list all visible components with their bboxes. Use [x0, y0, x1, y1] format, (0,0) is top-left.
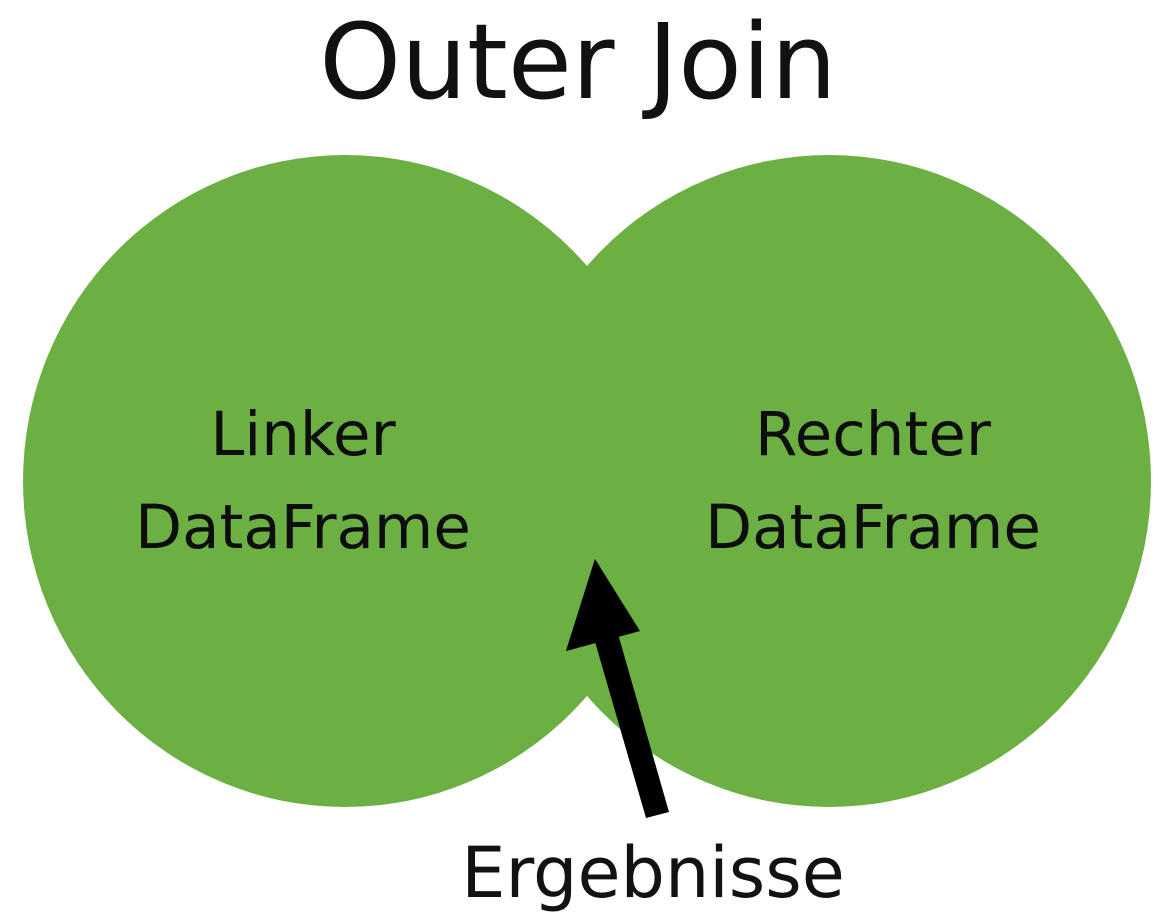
- page-title: Outer Join: [319, 1, 836, 123]
- right-circle-label-group: Rechter DataFrame: [705, 399, 1041, 563]
- left-circle-label-line1: Linker: [210, 399, 396, 470]
- left-circle-label-group: Linker DataFrame: [135, 399, 471, 563]
- left-set-circle[interactable]: [23, 155, 667, 807]
- right-circle-label-line1: Rechter: [755, 399, 992, 470]
- venn-shapes: [23, 155, 1151, 807]
- result-arrow-icon: [566, 559, 669, 818]
- arrow-shaft: [589, 613, 669, 818]
- left-circle-label-line2: DataFrame: [135, 492, 471, 563]
- right-circle-label-line2: DataFrame: [705, 492, 1041, 563]
- result-caption: Ergebnisse: [461, 832, 845, 912]
- arrow-head-fill: [566, 559, 640, 651]
- right-set-circle[interactable]: [507, 155, 1151, 807]
